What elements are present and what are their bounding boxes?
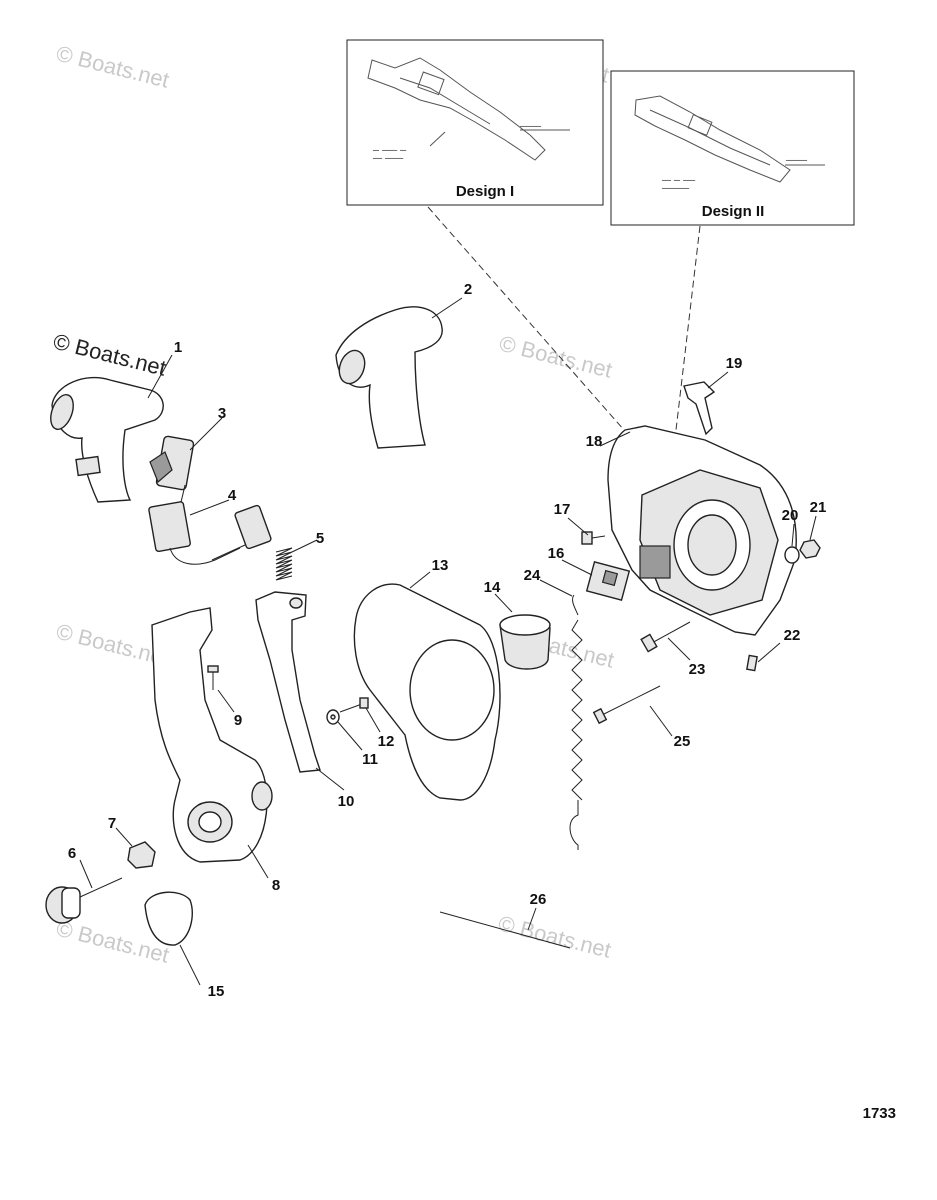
part-1-handle [50, 376, 164, 503]
watermark-dark: © Boats.net [51, 329, 169, 381]
design-1-reference-line [427, 206, 625, 431]
callout-10: 10 [338, 793, 355, 810]
svg-text:━━ ━━━━━ ━━: ━━ ━━━━━ ━━ [372, 148, 407, 154]
svg-text:━━━ ━━ ━━━━: ━━━ ━━ ━━━━ [661, 178, 696, 184]
callout-5: 5 [316, 530, 324, 547]
design-2-reference-line [675, 225, 701, 431]
part-23-bolt [640, 621, 691, 653]
part-21-nut [799, 539, 821, 559]
part-8-control-arm [151, 607, 273, 863]
part-7-nut [127, 841, 156, 869]
design-1-title: Design I [456, 183, 514, 200]
part-6-knob [45, 877, 123, 924]
part-11-washer [326, 709, 340, 725]
callout-17: 17 [554, 501, 571, 518]
callout-6: 6 [68, 845, 76, 862]
part-17-screw [581, 531, 606, 545]
part-26-pin [439, 911, 571, 949]
callout-3: 3 [218, 405, 226, 422]
design-1-sketch: ━━ ━━━━━ ━━ ━━━ ━━━━━━ ━━━━━━━ [367, 57, 570, 162]
callout-15: 15 [208, 983, 225, 1000]
part-16-switch [585, 560, 631, 602]
callout-8: 8 [272, 877, 280, 894]
callout-13: 13 [432, 557, 449, 574]
callout-leaders [79, 297, 817, 986]
part-13-cover-plate [353, 583, 501, 801]
design-2-sketch: ━━━ ━━ ━━━━ ━━━━━━━━━ ━━━━━━━ [634, 95, 825, 192]
part-2-handle [335, 306, 443, 449]
callout-25: 25 [674, 733, 691, 750]
callout-7: 7 [108, 815, 116, 832]
part-9-screw [207, 665, 219, 690]
inset-design-2: ━━━ ━━ ━━━━ ━━━━━━━━━ ━━━━━━━ Design II [610, 70, 855, 226]
svg-text:━━━━━━━: ━━━━━━━ [519, 124, 542, 130]
part-15-washer [144, 891, 193, 946]
svg-text:━━━ ━━━━━━: ━━━ ━━━━━━ [372, 156, 404, 162]
callout-18: 18 [586, 433, 603, 450]
callout-2: 2 [464, 281, 472, 298]
inset-design-1: ━━ ━━━━━ ━━ ━━━ ━━━━━━ ━━━━━━━ Design I [346, 39, 604, 206]
part-19-clip [683, 381, 716, 436]
callout-12: 12 [378, 733, 395, 750]
callout-9: 9 [234, 712, 242, 729]
callout-24: 24 [524, 567, 541, 584]
part-24-cable [569, 594, 583, 850]
part-10-lever [255, 591, 321, 773]
figure-number: 1733 [863, 1105, 896, 1122]
callout-11: 11 [362, 751, 378, 768]
callout-20: 20 [782, 507, 799, 524]
part-12-screw [339, 697, 369, 713]
callout-4: 4 [228, 487, 237, 504]
part-25-screw [592, 685, 661, 725]
part-14-bushing [499, 614, 551, 670]
svg-text:━━━━━━━━━: ━━━━━━━━━ [661, 186, 690, 192]
callout-labels: 1 2 3 4 5 6 7 8 9 10 11 12 13 14 15 16 1… [68, 281, 827, 1000]
part-4-harness [148, 501, 272, 565]
callout-21: 21 [810, 499, 827, 516]
callout-23: 23 [689, 661, 706, 678]
design-2-title: Design II [702, 203, 765, 220]
svg-text:━━━━━━━: ━━━━━━━ [785, 158, 808, 164]
part-5-spring [275, 547, 293, 581]
callout-26: 26 [530, 891, 547, 908]
part-20-washer [784, 546, 800, 564]
watermark-top-left: © Boats.net [54, 41, 172, 93]
callout-1: 1 [174, 339, 182, 356]
callout-22: 22 [784, 627, 801, 644]
callout-16: 16 [548, 545, 565, 562]
watermark-bottom-center: © Boats.net [496, 911, 614, 963]
callout-14: 14 [484, 579, 501, 596]
part-18-housing [607, 425, 797, 636]
callout-19: 19 [726, 355, 743, 372]
watermark-mid-center: © Boats.net [497, 331, 615, 383]
part-22-set-screw [746, 654, 758, 672]
